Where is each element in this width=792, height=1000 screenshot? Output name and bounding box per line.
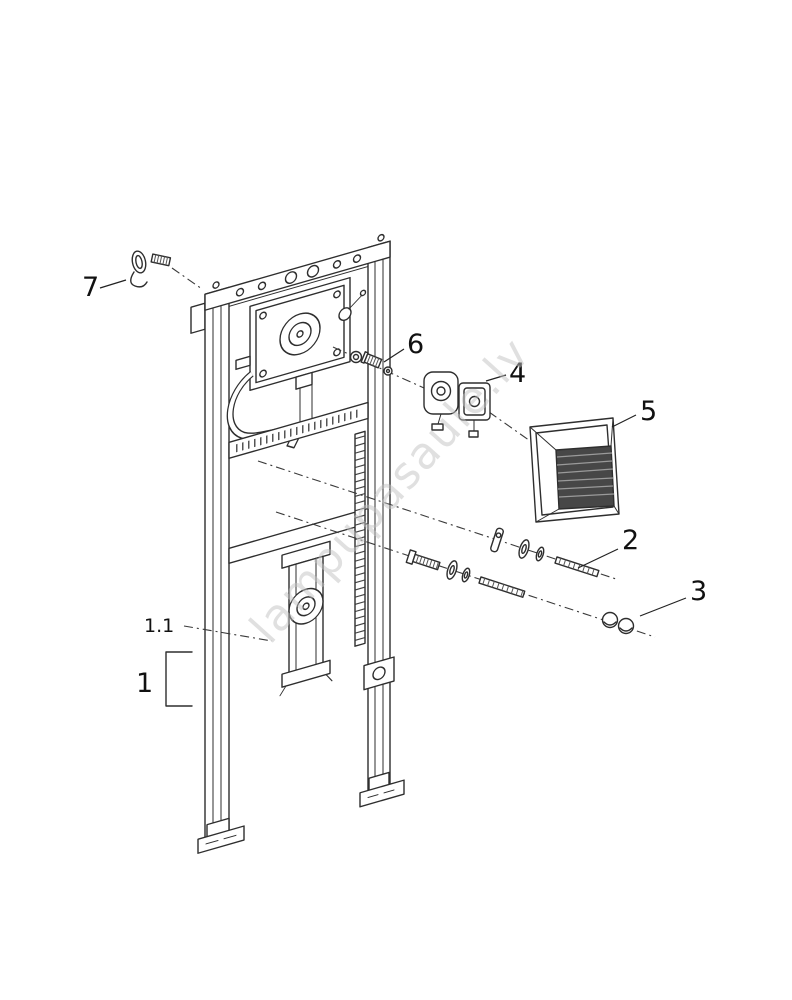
washer — [446, 560, 458, 580]
thread-hatch — [558, 558, 595, 576]
callout-3-label: 3 — [690, 576, 707, 607]
top-crossbar — [204, 233, 391, 311]
callout-1-1-label: 1.1 — [144, 615, 174, 637]
cap-parts — [601, 611, 635, 635]
callout-2-label: 2 — [622, 525, 639, 556]
thread-hatch — [366, 354, 380, 367]
cover-ridges — [556, 452, 615, 498]
flush-valve-part — [423, 371, 491, 438]
callout-4-label: 4 — [509, 358, 526, 389]
anchor-bolt — [150, 253, 172, 267]
left-foot — [197, 817, 245, 854]
wall-fixing-part — [130, 250, 172, 288]
axis-valve — [332, 346, 425, 389]
axis-upper-fasteners — [257, 460, 617, 580]
callout-1-label: 1 — [136, 668, 153, 699]
lower-crossrail — [228, 507, 369, 565]
left-rail — [204, 286, 230, 850]
washer-small — [461, 567, 471, 583]
thread-hatch — [153, 254, 168, 266]
callout-leaders — [99, 279, 687, 707]
threaded-rod-long — [478, 576, 526, 598]
threaded-rod — [554, 556, 600, 578]
thread-hatch — [415, 555, 439, 570]
right-foot — [359, 771, 405, 808]
washer — [518, 539, 530, 559]
fixing-clip — [490, 527, 504, 553]
callout-1-bracket — [165, 651, 193, 707]
hook-curl — [130, 271, 148, 288]
callout-7-label: 7 — [82, 272, 99, 303]
nut — [535, 546, 545, 562]
threaded-nipple — [360, 351, 383, 369]
cover-part — [529, 417, 620, 523]
flush-control-box — [235, 276, 367, 423]
thread-hatch — [482, 578, 524, 597]
installation-frame — [190, 233, 405, 854]
axis-anchor — [171, 267, 203, 290]
upper-crossrail — [228, 401, 369, 460]
pipe-clamp — [363, 656, 395, 691]
callout-5-label: 5 — [640, 396, 657, 427]
connector-parts — [349, 350, 393, 376]
screw — [405, 549, 441, 571]
fixing-set-parts — [405, 527, 600, 598]
callout-6-label: 6 — [407, 329, 424, 360]
axis-cover — [488, 411, 534, 444]
urinal-flush-pipe-unit — [279, 540, 333, 697]
wall-bracket — [190, 302, 206, 334]
measuring-scale — [354, 430, 366, 647]
